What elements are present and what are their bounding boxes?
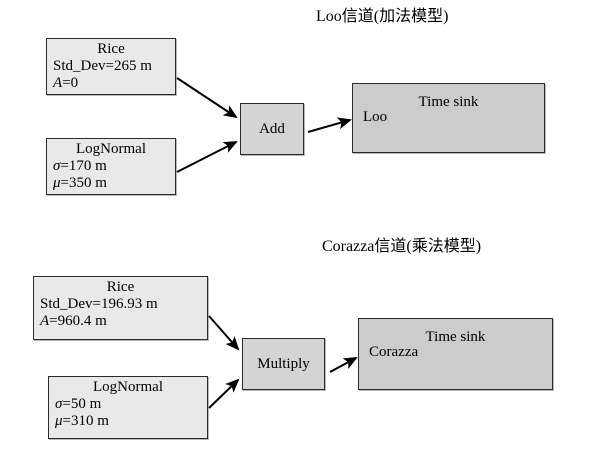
node-lognormal-corazza-sigma: σ=50 m — [49, 396, 207, 413]
node-multiply-operator-label: Multiply — [257, 355, 310, 372]
lognormal-corazza-sigma-symbol: σ — [55, 395, 63, 412]
node-lognormal-corazza-title: LogNormal — [93, 379, 163, 395]
node-rice-loo[interactable]: Rice Std_Dev=265 m A=0 — [46, 38, 176, 95]
section-title-corazza: Corazza信道(乘法模型) — [322, 238, 482, 255]
lognormal-corazza-sigma-value: =50 m — [62, 395, 102, 412]
rice-loo-a-value: =0 — [62, 74, 79, 91]
node-rice-corazza[interactable]: Rice Std_Dev=196.93 m A=960.4 m — [33, 276, 208, 340]
node-time-sink-corazza-subtitle: Corazza — [369, 344, 419, 361]
node-multiply-operator[interactable]: Multiply — [242, 338, 325, 390]
lognormal-loo-mu-value: =350 m — [60, 174, 107, 191]
node-rice-corazza-amplitude: A=960.4 m — [34, 313, 207, 330]
node-rice-loo-title: Rice — [97, 41, 125, 57]
node-time-sink-corazza-title: Time sink — [425, 329, 486, 345]
lognormal-loo-mu-symbol: μ — [53, 174, 61, 191]
node-rice-corazza-std-dev: Std_Dev=196.93 m — [40, 295, 158, 312]
wire-rice-to-multiply — [208, 315, 240, 351]
wire-multiply-to-sink — [329, 357, 358, 373]
wire-lognormal-to-add — [176, 141, 238, 173]
section-title-loo: Loo信道(加法模型) — [316, 8, 449, 25]
lognormal-corazza-mu-value: =310 m — [62, 412, 109, 429]
wire-add-to-sink — [307, 117, 352, 133]
node-lognormal-loo-sigma: σ=170 m — [47, 158, 175, 175]
lognormal-loo-sigma-value: =170 m — [60, 157, 107, 174]
node-add-operator[interactable]: Add — [240, 103, 304, 155]
rice-corazza-a-value: =960.4 m — [49, 312, 107, 329]
node-lognormal-loo[interactable]: LogNormal σ=170 m μ=350 m — [46, 138, 176, 195]
node-time-sink-loo-title: Time sink — [418, 94, 479, 110]
node-rice-corazza-title: Rice — [106, 279, 135, 295]
node-time-sink-corazza[interactable]: Time sink Corazza — [358, 318, 553, 390]
node-add-operator-label: Add — [259, 120, 285, 137]
wire-lognormal-to-multiply — [208, 378, 240, 409]
node-lognormal-loo-title: LogNormal — [76, 141, 146, 157]
node-time-sink-loo[interactable]: Time sink Loo — [352, 83, 545, 153]
node-rice-loo-std-dev: Std_Dev=265 m — [53, 57, 152, 74]
wire-rice-to-add — [176, 77, 238, 119]
rice-corazza-a-symbol: A — [40, 312, 50, 329]
node-time-sink-loo-subtitle: Loo — [363, 109, 388, 126]
node-lognormal-loo-mu: μ=350 m — [47, 175, 175, 192]
rice-loo-a-symbol: A — [53, 74, 63, 91]
node-lognormal-corazza[interactable]: LogNormal σ=50 m μ=310 m — [48, 376, 208, 439]
lognormal-corazza-mu-symbol: μ — [55, 412, 63, 429]
node-lognormal-corazza-mu: μ=310 m — [49, 413, 207, 430]
node-rice-loo-amplitude: A=0 — [47, 75, 175, 92]
lognormal-loo-sigma-symbol: σ — [53, 157, 61, 174]
